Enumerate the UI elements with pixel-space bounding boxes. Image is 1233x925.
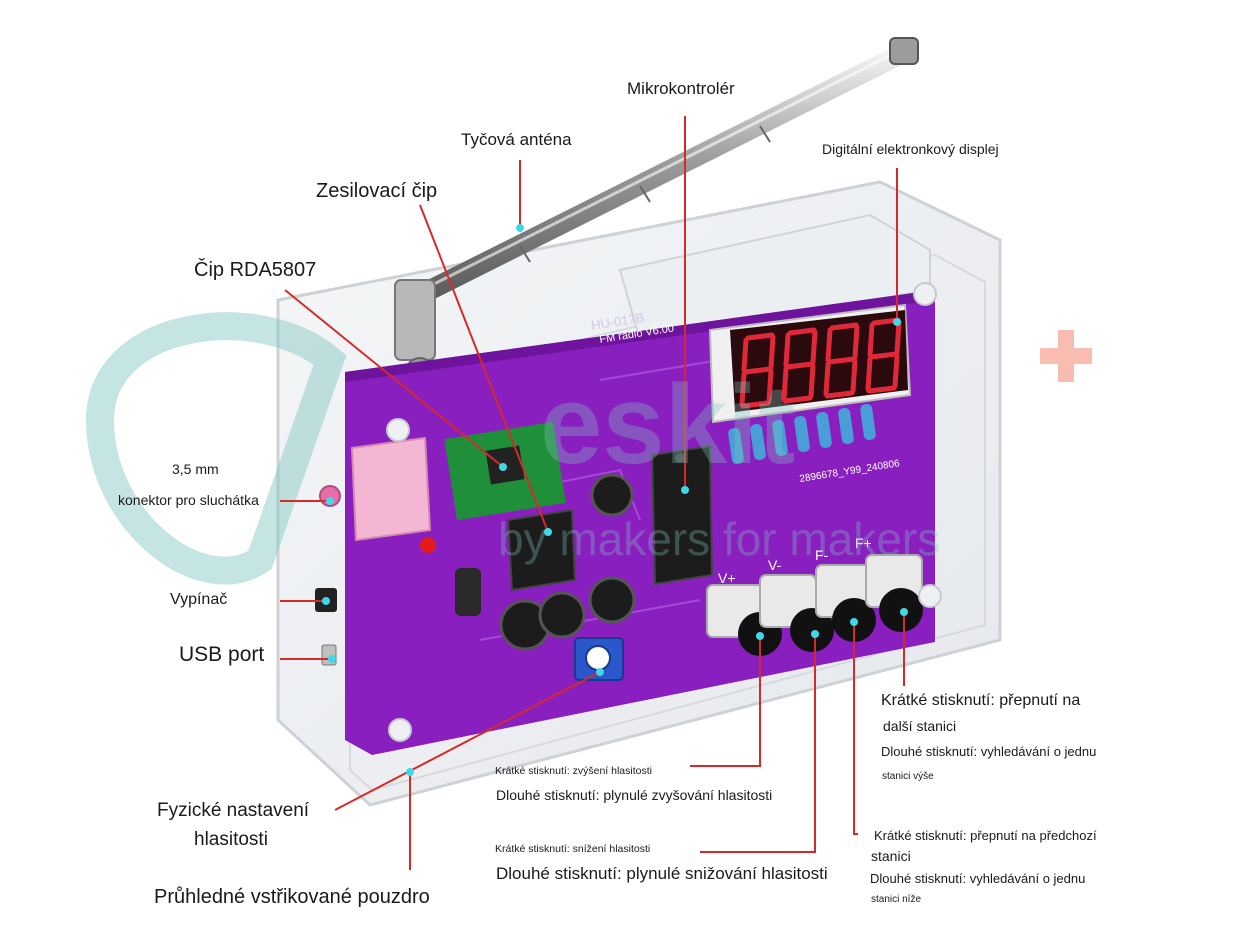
label-fyzicke-line2: hlasitosti xyxy=(194,829,268,850)
red-led xyxy=(420,537,436,553)
label-next-short-2: další stanici xyxy=(883,718,957,734)
label-vol-up-short: Krátké stisknutí: zvýšení hlasitosti xyxy=(495,765,652,777)
brand-watermark xyxy=(85,312,1092,585)
digital-display xyxy=(708,303,912,424)
label-pouzdro: Průhledné vstřikované pouzdro xyxy=(154,886,430,908)
watermark-tagline: by makers for makers xyxy=(498,513,941,565)
button-label-fminus: F- xyxy=(815,547,829,563)
label-mikrokontroler: Mikrokontrolér xyxy=(627,79,735,98)
label-next-short-1: Krátké stisknutí: přepnutí na xyxy=(881,692,1081,709)
label-prev-long-1: Dlouhé stisknutí: vyhledávání o jednu xyxy=(870,871,1086,886)
leader-lines xyxy=(280,116,905,870)
volume-potentiometer xyxy=(574,637,624,681)
amplifier-chip xyxy=(506,508,577,592)
label-zesilovaci-cip: Zesilovací čip xyxy=(316,180,438,202)
watermark-plus-icon xyxy=(1058,330,1074,382)
tactile-buttons: V+ V- F- F+ xyxy=(706,535,923,656)
label-prev-long-2: stanici níže xyxy=(871,894,922,905)
label-usb-port: USB port xyxy=(179,643,265,666)
label-prev-short-2: stanici xyxy=(871,848,911,864)
label-prev-short-1: Krátké stisknutí: přepnutí na předchozí xyxy=(874,828,1097,843)
label-cip-rda5807: Čip RDA5807 xyxy=(194,259,317,281)
microcontroller-chip xyxy=(650,444,714,586)
label-fyzicke-line1: Fyzické nastavení xyxy=(157,800,310,821)
label-vol-up-long: Dlouhé stisknutí: plynulé zvyšování hlas… xyxy=(496,787,773,803)
button-label-fplus: F+ xyxy=(855,535,872,551)
pointer-dots xyxy=(322,224,908,776)
case-standoffs xyxy=(386,282,942,742)
button-label-vplus: V+ xyxy=(718,570,736,586)
capacitors xyxy=(455,473,636,651)
label-vol-down-short: Krátké stisknutí: snížení hlasitosti xyxy=(495,843,651,855)
label-jack-desc: konektor pro sluchátka xyxy=(118,492,259,508)
label-digitalni-displej: Digitální elektronkový displej xyxy=(822,141,999,157)
label-jack-size: 3,5 mm xyxy=(172,461,219,477)
label-next-long-1: Dlouhé stisknutí: vyhledávání o jednu xyxy=(881,744,1097,759)
label-tycova-antena: Tyčová anténa xyxy=(461,130,572,149)
watermark-brand: eskit xyxy=(540,362,796,487)
label-next-long-2: stanici výše xyxy=(882,771,934,782)
label-vol-down-long: Dlouhé stisknutí: plynulé snižování hlas… xyxy=(496,864,828,883)
button-label-vminus: V- xyxy=(768,557,782,573)
label-vypinac: Vypínač xyxy=(170,591,228,608)
